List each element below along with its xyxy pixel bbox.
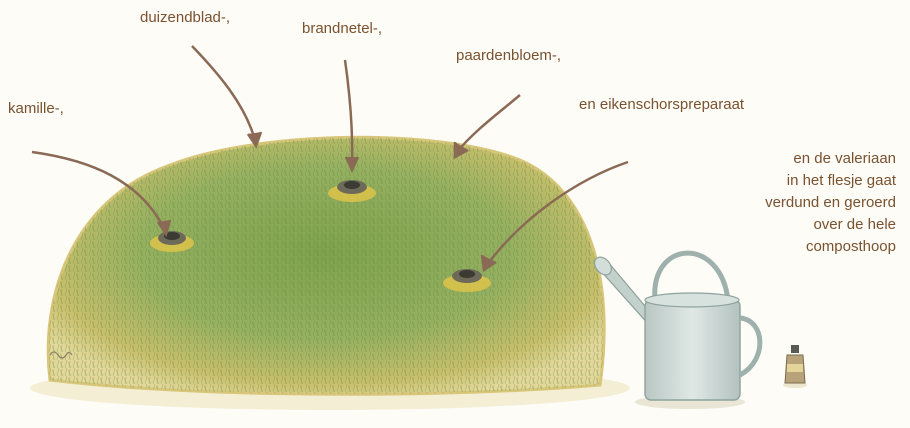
label-brandnetel: brandnetel-, <box>302 19 382 39</box>
valeriaan-note-line: in het flesje gaat <box>765 170 896 192</box>
valeriaan-note-line: composthoop <box>765 236 896 258</box>
valeriaan-note-line: over de hele <box>765 214 896 236</box>
valeriaan-note-line: en de valeriaan <box>765 148 896 170</box>
arrow-duizendblad <box>192 46 261 146</box>
label-eikenschors: en eikenschorspreparaat <box>579 95 744 115</box>
label-duizendblad: duizendblad-, <box>140 8 230 28</box>
valeriaan-note: en de valeriaan in het flesje gaat verdu… <box>765 148 896 258</box>
compost-heap-texture <box>48 137 604 394</box>
label-kamille: kamille-, <box>8 99 64 119</box>
valeriaan-note-line: verdund en geroerd <box>765 192 896 214</box>
valerian-bottle <box>783 345 807 388</box>
label-paardenbloem: paardenbloem-, <box>456 46 561 66</box>
